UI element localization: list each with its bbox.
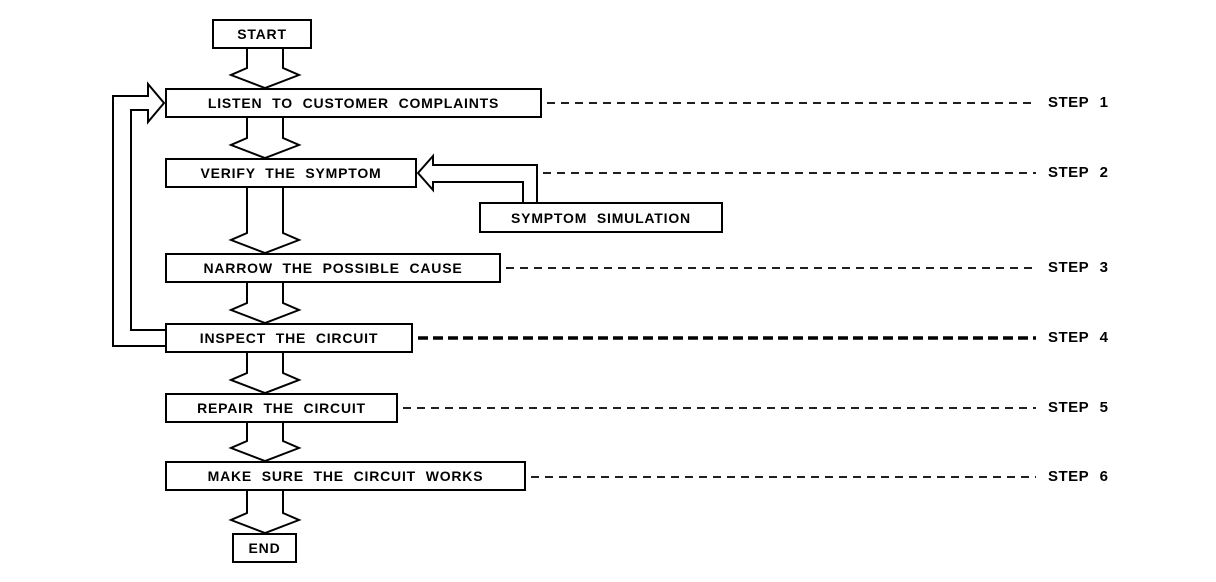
block-arrow-makesure-to-end <box>228 490 302 535</box>
node-make-sure-the-circuit-works: MAKE SURE THE CIRCUIT WORKS <box>165 461 526 491</box>
block-arrow-inspect-to-repair <box>228 353 302 395</box>
node-verify-the-symptom: VERIFY THE SYMPTOM <box>165 158 417 188</box>
node-start: START <box>212 19 312 49</box>
node-end: END <box>232 533 297 563</box>
block-arrow-narrow-to-inspect <box>228 283 302 325</box>
feedback-loop-arrow <box>112 81 166 347</box>
node-narrow-the-possible-cause: NARROW THE POSSIBLE CAUSE <box>165 253 501 283</box>
symptom-simulation-feed-arrow <box>416 153 538 202</box>
node-repair-the-circuit: REPAIR THE CIRCUIT <box>165 393 398 423</box>
block-arrow-start-to-listen <box>228 49 302 90</box>
node-inspect-the-circuit: INSPECT THE CIRCUIT <box>165 323 413 353</box>
node-symptom-simulation: SYMPTOM SIMULATION <box>479 202 723 233</box>
step-label-2: STEP 2 <box>1048 164 1109 181</box>
block-arrow-listen-to-verify <box>228 118 302 160</box>
step-label-4: STEP 4 <box>1048 329 1109 346</box>
block-arrow-verify-to-narrow <box>228 188 302 255</box>
step-label-5: STEP 5 <box>1048 399 1109 416</box>
node-listen-to-customer-complaints: LISTEN TO CUSTOMER COMPLAINTS <box>165 88 542 118</box>
step-label-6: STEP 6 <box>1048 468 1109 485</box>
step-label-3: STEP 3 <box>1048 259 1109 276</box>
block-arrow-repair-to-makesure <box>228 423 302 463</box>
step-label-1: STEP 1 <box>1048 94 1109 111</box>
